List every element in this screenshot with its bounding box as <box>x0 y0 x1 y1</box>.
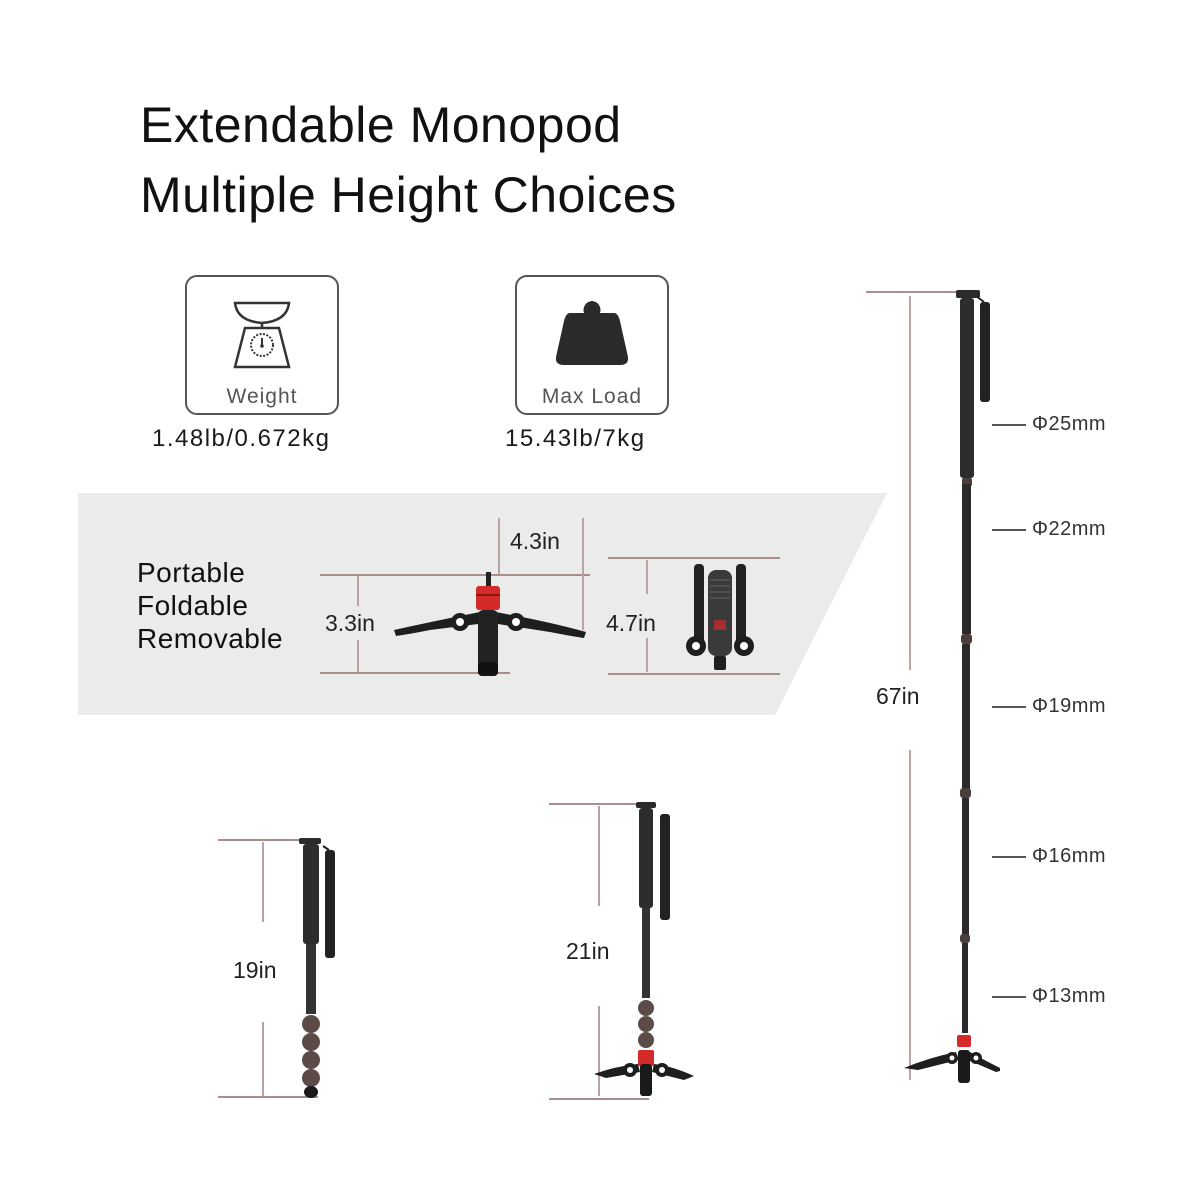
monopod-67in-image <box>904 290 1000 1083</box>
h19-line-lower <box>262 1022 264 1096</box>
weight-card: Weight <box>185 275 339 415</box>
weight-value: 1.48lb/0.672kg <box>152 425 331 452</box>
folded-height-label: 4.7in <box>606 610 656 636</box>
h21-line-lower <box>598 1006 600 1096</box>
h67-top-line <box>866 291 966 293</box>
folded-top-line <box>608 557 780 559</box>
h19-line-upper <box>262 842 264 922</box>
tripod-base-unfolded-image <box>394 572 586 676</box>
feature-portable: Portable <box>137 557 246 588</box>
base-height-label: 3.3in <box>325 610 375 636</box>
dia-label-25: Φ25mm <box>1032 413 1107 435</box>
folded-height-line-lower <box>646 638 648 672</box>
base-span-label: 4.3in <box>510 528 560 554</box>
base-bottom-line <box>320 672 510 674</box>
base-height-line-lower <box>357 640 359 672</box>
feature-list: Portable Foldable Removable <box>137 556 283 655</box>
h67-line-lower <box>909 750 911 1080</box>
h67-line-upper <box>909 296 911 670</box>
folded-height-line-upper <box>646 560 648 594</box>
dia-label-13: Φ13mm <box>1032 985 1107 1007</box>
dia-label-19: Φ19mm <box>1032 695 1107 717</box>
tripod-base-folded-image <box>686 564 754 670</box>
max-load-label: Max Load <box>541 385 643 408</box>
h21-top-line <box>549 803 649 805</box>
max-load-card: Max Load <box>515 275 669 415</box>
h21-line-upper <box>598 806 600 906</box>
h19-label: 19in <box>233 957 277 983</box>
dia-label-16: Φ16mm <box>1032 845 1107 867</box>
weight-label: Weight <box>226 385 298 408</box>
dia-tick-3 <box>992 706 1026 708</box>
folded-bottom-line <box>608 673 780 675</box>
title-line-2: Multiple Height Choices <box>140 167 677 223</box>
base-height-line-upper <box>357 576 359 606</box>
h67-label: 67in <box>876 683 920 709</box>
h19-top-line <box>218 839 318 841</box>
dia-label-22: Φ22mm <box>1032 518 1107 540</box>
title-line-1: Extendable Monopod <box>140 97 622 153</box>
max-load-value: 15.43lb/7kg <box>505 425 646 452</box>
h21-label: 21in <box>566 938 610 964</box>
base-top-line <box>320 574 590 576</box>
dia-tick-4 <box>992 856 1026 858</box>
dia-tick-5 <box>992 996 1026 998</box>
weight-icon <box>555 301 629 365</box>
feature-foldable: Foldable <box>137 590 249 621</box>
feature-removable: Removable <box>137 623 284 654</box>
dia-tick-1 <box>992 424 1026 426</box>
base-span-line-right <box>582 518 584 630</box>
h19-bottom-line <box>218 1096 318 1098</box>
monopod-19in-image <box>299 838 335 1098</box>
dia-tick-2 <box>992 529 1026 531</box>
h21-bottom-line <box>549 1098 649 1100</box>
monopod-21in-image <box>594 802 694 1096</box>
scale-icon <box>233 301 291 369</box>
base-span-line-left <box>498 518 500 574</box>
